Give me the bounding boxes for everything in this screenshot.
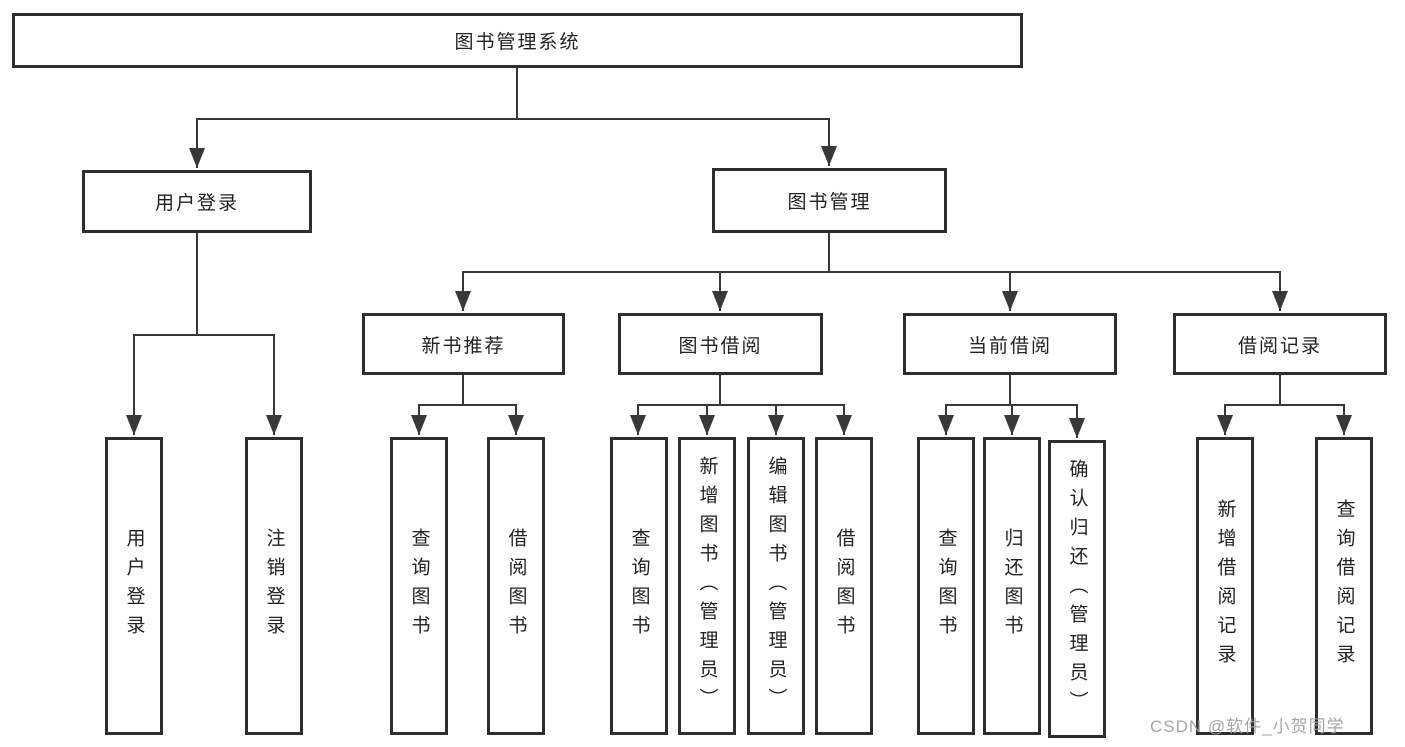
leaf-label: 查询图书 (408, 528, 430, 644)
leaf-label: 注销登录 (263, 528, 285, 644)
leaf-return-books: 归还图书 (983, 437, 1041, 735)
node-current-borrow: 当前借阅 (903, 313, 1117, 375)
leaf-label: 新增图书（管理员） (696, 455, 718, 717)
leaf-edit-books-admin: 编辑图书（管理员） (747, 437, 805, 735)
leaf-label: 借阅图书 (505, 528, 527, 644)
leaf-query-borrow-record: 查询借阅记录 (1315, 437, 1373, 735)
leaf-borrow-query-books: 查询图书 (610, 437, 668, 735)
node-book-borrow: 图书借阅 (618, 313, 823, 375)
node-borrow-records: 借阅记录 (1173, 313, 1387, 375)
leaf-label: 用户登录 (123, 528, 145, 644)
leaf-add-borrow-record: 新增借阅记录 (1196, 437, 1254, 735)
leaf-label: 编辑图书（管理员） (765, 455, 787, 717)
leaf-label: 查询借阅记录 (1333, 499, 1355, 673)
leaf-logout: 注销登录 (245, 437, 303, 735)
leaf-confirm-return-admin: 确认归还（管理员） (1048, 440, 1106, 738)
leaf-add-books-admin: 新增图书（管理员） (678, 437, 736, 735)
leaf-label: 新增借阅记录 (1214, 499, 1236, 673)
leaf-borrow-books: 借阅图书 (815, 437, 873, 735)
node-new-book-recommend: 新书推荐 (362, 313, 565, 375)
leaf-label: 归还图书 (1001, 528, 1023, 644)
node-book-management: 图书管理 (712, 168, 947, 233)
leaf-label: 确认归还（管理员） (1066, 458, 1088, 720)
leaf-recommend-query-books: 查询图书 (390, 437, 448, 735)
leaf-label: 查询图书 (628, 528, 650, 644)
node-user-login: 用户登录 (82, 170, 312, 233)
leaf-label: 借阅图书 (833, 528, 855, 644)
leaf-user-login: 用户登录 (105, 437, 163, 735)
leaf-current-query-books: 查询图书 (917, 437, 975, 735)
leaf-label: 查询图书 (935, 528, 957, 644)
node-root: 图书管理系统 (12, 13, 1023, 68)
leaf-recommend-borrow-books: 借阅图书 (487, 437, 545, 735)
watermark: CSDN @软件_小贺同学 (1150, 717, 1345, 736)
